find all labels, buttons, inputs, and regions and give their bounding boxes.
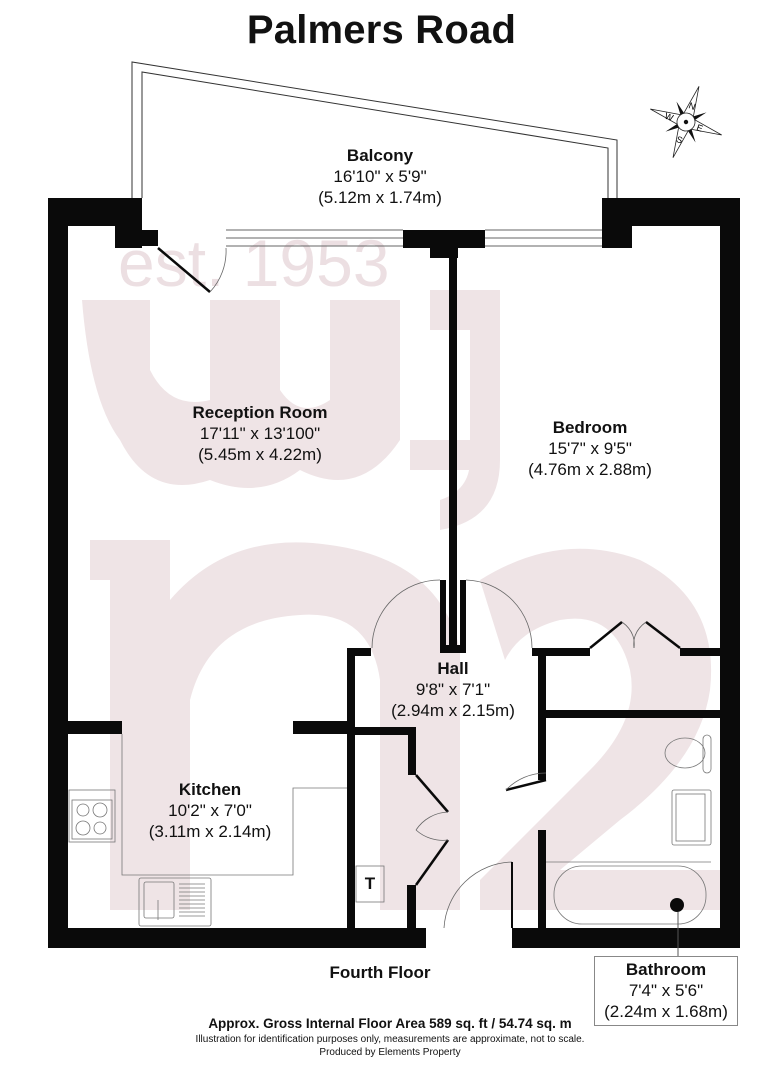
bath (553, 865, 707, 925)
svg-text:N: N (687, 100, 697, 112)
hob (68, 789, 116, 843)
room-label-bedroom: Bedroom 15'7" x 9'5" (4.76m x 2.88m) (528, 418, 652, 479)
floor-label: Fourth Floor (329, 963, 431, 982)
entrance-door-swing (443, 861, 513, 929)
balcony-door-leaf (157, 247, 211, 293)
room-label-balcony: Balcony 16'10" x 5'9" (5.12m x 1.74m) (318, 146, 442, 207)
disclaimer: Illustration for identification purposes… (195, 1034, 585, 1045)
balcony-door-swing (209, 247, 227, 293)
bath-drain (670, 898, 684, 912)
wall-east (720, 198, 740, 948)
toilet (664, 737, 706, 769)
wall-pier-center (403, 230, 485, 248)
page-title: Palmers Road (246, 8, 517, 52)
wall-south-left (48, 928, 426, 948)
room-label-hall: Hall 9'8" x 7'1" (2.94m x 2.15m) (391, 659, 515, 720)
room-label-bathroom: Bathroom 7'4" x 5'6" (2.24m x 1.68m) (594, 956, 738, 1026)
room-label-reception: Reception Room 17'11" x 13'100" (5.45m x… (192, 403, 328, 464)
floor-area: Approx. Gross Internal Floor Area 589 sq… (208, 1016, 572, 1031)
svg-text:S: S (675, 134, 684, 145)
kitchen-sink (138, 877, 212, 927)
wall-nw-top (48, 198, 142, 226)
wall-ne-top (602, 198, 720, 226)
basin (671, 789, 712, 846)
room-label-kitchen: Kitchen 10'2" x 7'0" (3.11m x 2.14m) (148, 780, 272, 841)
produced-by: Produced by Elements Property (319, 1047, 461, 1058)
wall-south-right (512, 928, 740, 948)
wall-west (48, 198, 68, 948)
compass-icon: N E S W (650, 86, 722, 158)
svg-text:E: E (695, 122, 704, 133)
svg-text:W: W (663, 111, 675, 123)
cupboard-t (355, 865, 385, 903)
cupboard-label: T (364, 874, 376, 893)
